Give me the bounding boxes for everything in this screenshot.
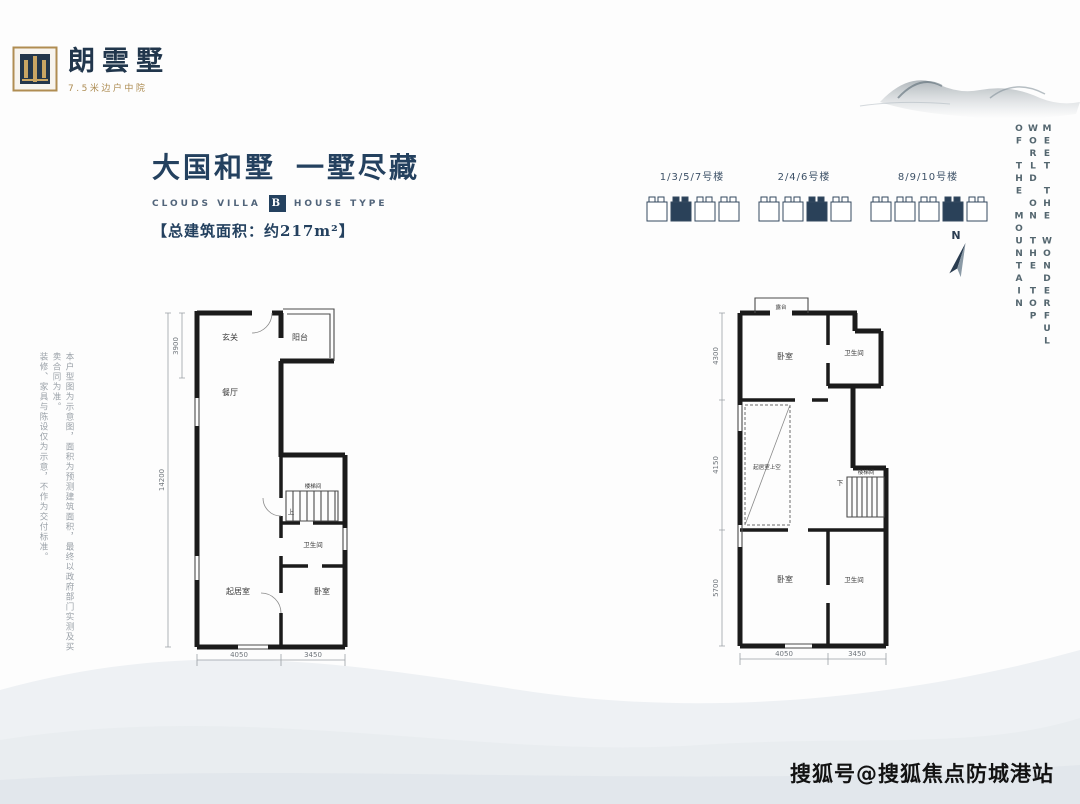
logo-name: 朗雲墅	[68, 46, 170, 77]
page-title: 大国和墅 一墅尽藏	[152, 146, 422, 186]
room-label-dining: 餐厅	[222, 388, 238, 397]
room-label-bedroom: 卧室	[314, 586, 330, 596]
windows	[194, 398, 348, 650]
logo: 朗雲墅 7.5米边户中院	[12, 46, 170, 94]
title-part-2: 一墅尽藏	[296, 151, 421, 184]
room-label-terrace: 露台	[775, 303, 787, 311]
room-label-bedroom-bottom: 卧室	[777, 574, 793, 584]
courtyard-emblem-icon	[12, 46, 58, 92]
site-plan: 1/3/5/7号楼 2/4/6号楼 8/9/10号楼	[644, 168, 988, 232]
dim-bottom-left: 4050	[775, 650, 793, 658]
building-footprint-icon	[758, 196, 852, 222]
building-group-1: 1/3/5/7号楼	[644, 168, 740, 232]
total-area-line: 【总建筑面积：约217m²】	[152, 222, 355, 240]
door-arcs	[251, 312, 282, 614]
dimension-lines: 4300 4150 5700 4050 3450	[712, 312, 887, 665]
room-label-bedroom-top: 卧室	[777, 351, 793, 361]
terrace-railing	[754, 297, 809, 313]
void-area	[744, 404, 791, 526]
subtitle-row: CLOUDS VILLA B HOUSE TYPE	[152, 195, 422, 212]
room-labels: 玄关 阳台 餐厅 楼梯间 上 卫生间 起居室 卧室	[222, 332, 330, 596]
watermark: 搜狐号@搜狐焦点防城港站	[790, 762, 1054, 786]
stair-treads	[285, 490, 339, 522]
vertical-disclaimer: 本户型图为示意图，面积为预测建筑面积，最终以政府部门实测及买卖合同为准。 装修、…	[36, 352, 75, 652]
building-footprint-icon	[870, 196, 988, 222]
vertical-tagline: MEET THE WONDERFUL WORLD ON THE TOP OF T…	[1012, 124, 1054, 354]
windows	[737, 405, 812, 649]
building-footprint-icon	[646, 196, 740, 222]
ink-mountains-icon	[859, 80, 1080, 119]
building-group-3: 8/9/10号楼	[868, 168, 988, 232]
dim-left-mid: 4150	[712, 456, 720, 474]
room-label-stair: 楼梯间	[305, 482, 322, 490]
house-type-badge: B	[268, 195, 286, 212]
building-group-2: 2/4/6号楼	[756, 168, 852, 232]
building-label: 1/3/5/7号楼	[659, 172, 725, 183]
bottom-mist-hills	[0, 650, 1080, 804]
dim-left-top: 4300	[712, 347, 720, 365]
logo-text: 朗雲墅 7.5米边户中院	[68, 46, 170, 94]
balcony-railing	[283, 308, 335, 361]
room-label-void: 起居室上空	[753, 463, 781, 471]
eyebrow-right: HOUSE TYPE	[293, 198, 388, 209]
walls	[194, 310, 348, 650]
logo-subtitle: 7.5米边户中院	[68, 84, 148, 95]
room-label-bath-bottom: 卫生间	[844, 575, 864, 584]
building-label: 8/9/10号楼	[897, 172, 959, 183]
tagline-line: MEET THE WONDERFUL	[1042, 124, 1052, 349]
dim-bottom-left: 4050	[230, 651, 248, 659]
tagline-line: OF THE MOUNTAIN	[1014, 124, 1024, 312]
title-block: 大国和墅 一墅尽藏 CLOUDS VILLA B HOUSE TYPE 【总建筑…	[152, 146, 422, 241]
dim-bottom-right: 3450	[304, 651, 322, 659]
tagline-line: WORLD ON THE TOP	[1028, 124, 1038, 324]
dim-bottom-right: 3450	[848, 650, 866, 658]
title-part-1: 大国和墅	[152, 151, 277, 184]
room-label-bath-top: 卫生间	[844, 348, 864, 357]
dim-left-bottom: 5700	[712, 579, 720, 597]
stair-treads	[846, 476, 885, 518]
building-label: 2/4/6号楼	[777, 172, 831, 183]
disclaimer-line: 装修、家具与陈设仅为示意，不作为交付标准。	[38, 352, 48, 562]
dimension-lines: 14200 3900 4050 3450	[158, 312, 346, 666]
room-label-balcony: 阳台	[292, 332, 308, 342]
north-arrow-icon: N	[949, 229, 966, 278]
room-label-living: 起居室	[226, 586, 250, 596]
room-label-up: 上	[288, 507, 295, 516]
room-label-down: 下	[837, 479, 844, 487]
room-label-entry: 玄关	[222, 332, 238, 342]
room-label-bath: 卫生间	[303, 540, 323, 549]
floorplan-second-floor: 露台 卧室 卫生间 起居室上空 下 楼梯间 卧室 卫生间 4300 4150 5…	[712, 297, 889, 665]
dim-left-full: 14200	[158, 469, 166, 491]
room-labels: 露台 卧室 卫生间 起居室上空 下 楼梯间 卧室 卫生间	[753, 303, 874, 584]
floorplan-first-floor: 玄关 阳台 餐厅 楼梯间 上 卫生间 起居室 卧室 14200 3900 405…	[158, 308, 348, 666]
eyebrow-left: CLOUDS VILLA	[152, 198, 261, 209]
room-label-stair: 楼梯间	[858, 468, 875, 476]
disclaimer-line: 本户型图为示意图，面积为预测建筑面积，最终以政府部门实测及买卖合同为准。	[51, 352, 74, 652]
north-label: N	[951, 229, 960, 242]
dim-left-top: 3900	[172, 337, 180, 355]
